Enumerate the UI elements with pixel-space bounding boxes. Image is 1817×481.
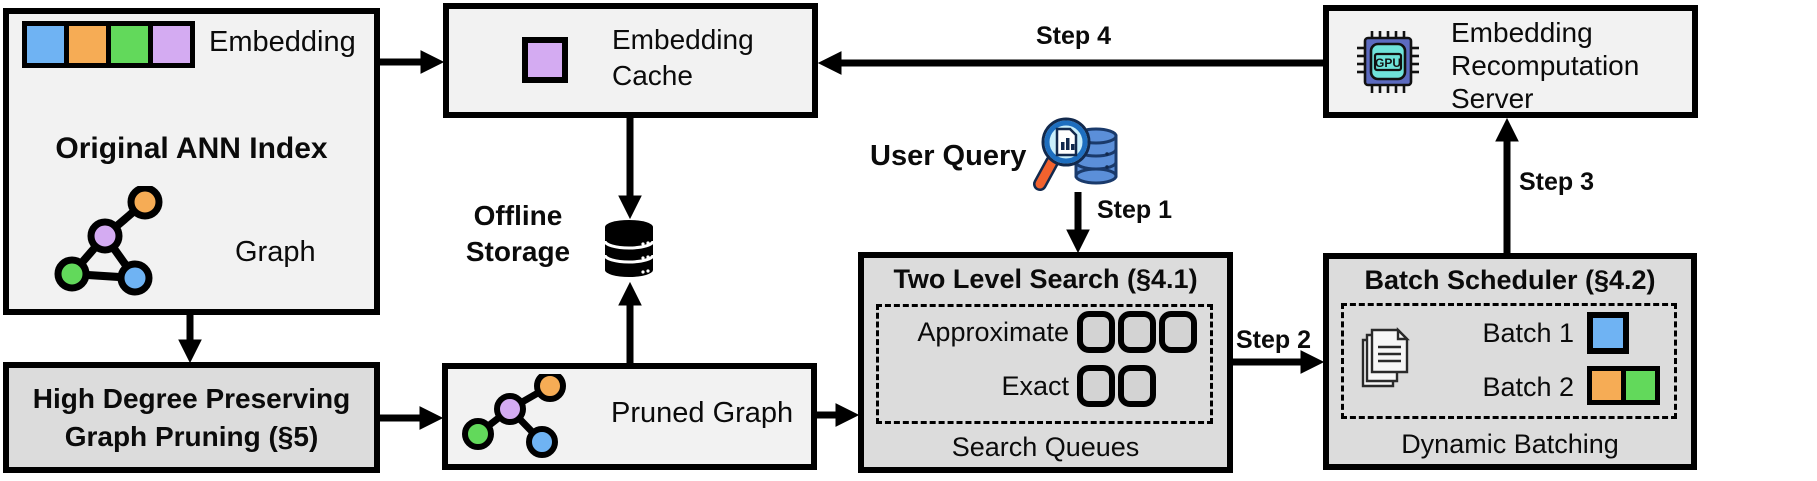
embedding-cache-box: Embedding Cache — [443, 3, 818, 118]
stacked-documents-icon — [1361, 327, 1410, 388]
query-document — [1055, 127, 1078, 157]
recomputation-server-label: Embedding Recomputation Server — [1451, 17, 1640, 115]
recomputation-server-box: GPU Embedding Recomputation Server — [1323, 5, 1698, 118]
graph-pruning-label: High Degree Preserving Graph Pruning (§5… — [32, 382, 351, 452]
graph-icon — [54, 186, 163, 296]
approximate-queue-slots — [1077, 311, 1197, 353]
batch2-items — [1587, 366, 1660, 405]
queue-slot — [1118, 311, 1156, 353]
search-queues-panel: Approximate Exact — [876, 304, 1213, 424]
pruned-graph-label: Pruned Graph — [611, 397, 794, 429]
batch1-item-blue — [1587, 312, 1629, 354]
batch2-item-green — [1626, 371, 1655, 400]
embedding-label: Embedding — [209, 26, 356, 58]
batch1-label: Batch 1 — [1482, 318, 1574, 348]
embedding-cell-purple — [153, 26, 190, 63]
step4-label: Step 4 — [1036, 22, 1112, 50]
dynamic-batching-panel: Batch 1 Batch 2 — [1341, 303, 1677, 419]
dynamic-batching-caption: Dynamic Batching — [1401, 429, 1619, 459]
queue-slot — [1118, 365, 1156, 407]
pruned-graph-box: Pruned Graph — [442, 363, 817, 470]
user-query-label: User Query — [870, 140, 1027, 172]
embedding-vector-icon — [22, 21, 195, 68]
search-queues-caption: Search Queues — [951, 432, 1140, 462]
two-level-search-box: Two Level Search (§4.1) Approximate Exac… — [858, 252, 1233, 473]
embedding-cell-orange — [69, 26, 106, 63]
magnifier-database-icon — [1033, 117, 1118, 191]
queue-slot — [1159, 311, 1197, 353]
queue-slot — [1077, 365, 1115, 407]
exact-queue-slots — [1077, 365, 1156, 407]
batch2-item-orange — [1592, 371, 1621, 400]
step3-label: Step 3 — [1519, 168, 1595, 196]
batch-scheduler-title: Batch Scheduler (§4.2) — [1364, 265, 1656, 295]
offline-storage-label: Offline Storage — [465, 200, 571, 268]
step2-label: Step 2 — [1236, 326, 1312, 354]
step1-label: Step 1 — [1097, 196, 1173, 224]
original-ann-index-box: Embedding Original ANN Index Graph — [3, 8, 380, 315]
exact-queue-label: Exact — [1001, 371, 1069, 401]
database-icon — [603, 220, 655, 277]
batch2-label: Batch 2 — [1482, 372, 1574, 402]
embedding-cell-blue — [27, 26, 64, 63]
graph-pruning-box: High Degree Preserving Graph Pruning (§5… — [3, 362, 380, 473]
embedding-cache-label: Embedding Cache — [612, 24, 754, 92]
pruned-graph-icon — [462, 374, 566, 458]
gpu-chip-icon: GPU — [1357, 31, 1419, 93]
embedding-cell-green — [111, 26, 148, 63]
gpu-chip-label: GPU — [1375, 56, 1401, 70]
graph-label: Graph — [235, 236, 316, 268]
two-level-search-title: Two Level Search (§4.1) — [893, 264, 1198, 294]
approximate-queue-label: Approximate — [917, 317, 1069, 347]
cached-embedding-icon — [522, 37, 568, 83]
batch-scheduler-box: Batch Scheduler (§4.2) Batch 1 Batch 2 D… — [1323, 253, 1697, 470]
queue-slot — [1077, 311, 1115, 353]
original-ann-index-title: Original ANN Index — [55, 132, 328, 165]
